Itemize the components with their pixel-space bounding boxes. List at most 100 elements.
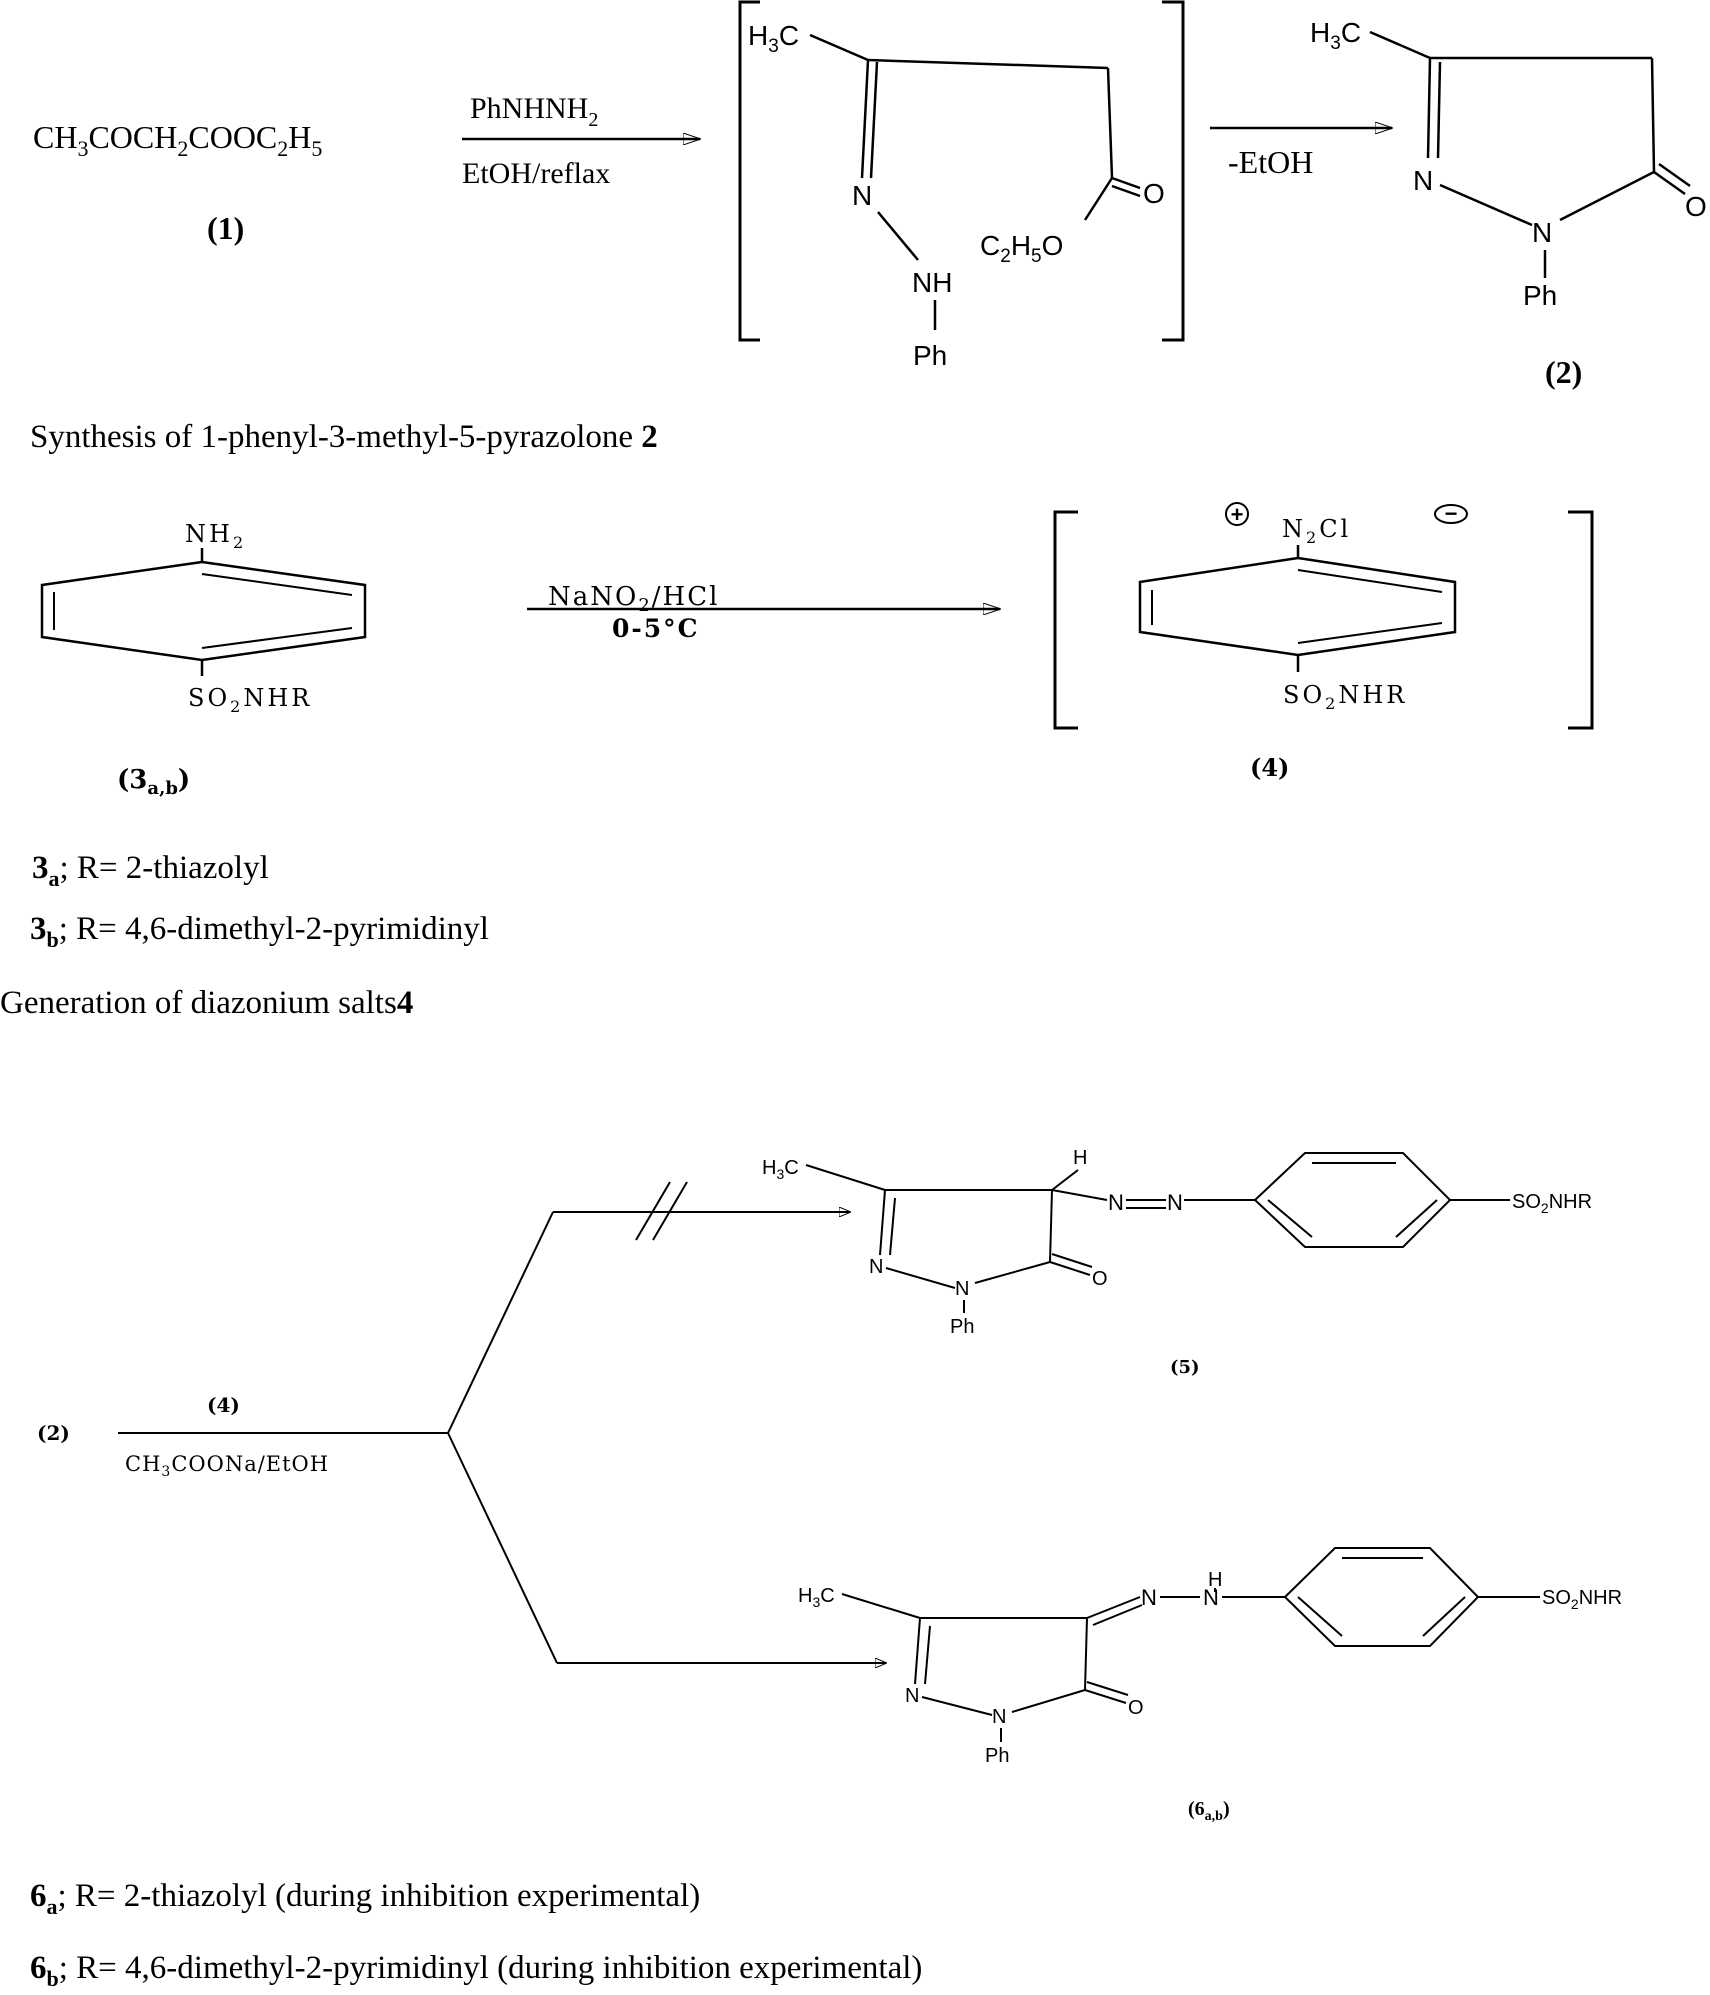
- product5-o: O: [1092, 1268, 1108, 1290]
- bond: [974, 1261, 1051, 1284]
- bond: [924, 1625, 931, 1685]
- definition-3a: 3a; R= 2-thiazolyl: [32, 850, 269, 891]
- right-bracket: [1162, 0, 1185, 342]
- intermediate-nh: NH: [912, 267, 952, 298]
- reagent-diazonium: (4): [207, 1393, 240, 1417]
- product2-o: O: [1685, 191, 1707, 222]
- bond: [914, 1617, 921, 1685]
- blocked-mark-1: [635, 1181, 671, 1241]
- definition-6a: 6a; R= 2-thiazolyl (during inhibition ex…: [30, 1878, 700, 1919]
- bond: [1086, 1681, 1129, 1696]
- compound-1-label: (1): [207, 210, 244, 246]
- product6-nh: N: [1203, 1585, 1219, 1610]
- bond: [1049, 1189, 1053, 1263]
- diazonium-salt-4: + N2Cl − SO2NHR: [1053, 501, 1594, 730]
- reaction-1: CH3COCH2COOC2H5 (1) PhNHNH2 EtOH/reflax …: [30, 0, 1707, 455]
- benzene-ring-6: [1283, 1547, 1480, 1647]
- product5-azo-n2: N: [1167, 1190, 1183, 1215]
- bond: [867, 58, 1109, 70]
- bond: [921, 1696, 993, 1716]
- intermediate-ph: Ph: [913, 340, 947, 371]
- blocked-mark-2: [652, 1181, 688, 1241]
- bond: [809, 33, 869, 62]
- intermediate-hydrazone: H3C O C2H5O N NH Ph: [738, 0, 1185, 371]
- azo-product-5: H3C H N N SO2NHR N N O: [762, 1147, 1592, 1338]
- bond: [1658, 162, 1691, 188]
- bond: [1106, 67, 1114, 179]
- caption-synthesis-num: 2: [641, 419, 658, 455]
- benzene-ring-5: [1253, 1152, 1452, 1248]
- bond: [1083, 177, 1114, 221]
- bond: [1051, 1189, 1108, 1201]
- reagent-acetate: CH3COONa/EtOH: [125, 1452, 329, 1480]
- bond: [1650, 57, 1656, 173]
- bond: [805, 1164, 886, 1191]
- definition-6b-text: ; R= 4,6-dimethyl-2-pyrimidinyl (during …: [59, 1950, 923, 1986]
- bond: [1653, 170, 1686, 196]
- bond: [889, 1197, 896, 1256]
- product2-methyl: H3C: [1310, 17, 1361, 54]
- reaction-3: (2) (4) CH3COONa/EtOH H3C H N N: [30, 1147, 1622, 1991]
- reagent-nitrite: NaNO2/HCl: [548, 582, 719, 616]
- caption-diazonium-text: Generation of diazonium salts: [0, 985, 397, 1021]
- product2-n1: N: [1532, 217, 1552, 248]
- product6-n1: N: [992, 1706, 1006, 1728]
- bond: [1439, 183, 1533, 227]
- bond: [1051, 1169, 1079, 1191]
- bond: [1426, 57, 1432, 159]
- product5-ph: Ph: [950, 1316, 974, 1338]
- bond: [1084, 1617, 1088, 1691]
- bond: [1267, 1199, 1313, 1238]
- bond: [1395, 1199, 1438, 1238]
- definition-6b-sub: b: [47, 1966, 59, 1991]
- product5-azo-n1: N: [1108, 1190, 1124, 1215]
- caption-synthesis: Synthesis of 1-phenyl-3-methyl-5-pyrazol…: [30, 419, 658, 455]
- bond: [885, 1267, 956, 1289]
- bond: [201, 573, 353, 596]
- product5-n1: N: [955, 1278, 969, 1300]
- pyrazolone-product-2: H3C N N O Ph: [1310, 17, 1707, 311]
- definition-3a-num: 3: [32, 850, 49, 886]
- reactant3-sulfonamide: SO2NHR: [188, 684, 312, 716]
- compound-4-label: (4): [1250, 753, 1289, 782]
- definition-3b-num: 3: [30, 911, 47, 947]
- negative-charge-sign: −: [1445, 501, 1458, 526]
- negative-charge-icon: [1434, 504, 1468, 524]
- bond: [1369, 30, 1431, 60]
- hydrazone-product-6: H3C N H N SO2NHR N N O: [798, 1547, 1622, 1767]
- compound-5-label: (5): [1170, 1357, 1200, 1378]
- caption-diazonium: Generation of diazonium salts4: [0, 985, 413, 1021]
- caption-diazonium-num: 4: [397, 985, 414, 1021]
- product6-sulfonamide: SO2NHR: [1542, 1587, 1622, 1612]
- product6-n2: N: [905, 1685, 919, 1707]
- caption-synthesis-text: Synthesis of 1-phenyl-3-methyl-5-pyrazol…: [30, 419, 633, 455]
- bond: [841, 1593, 921, 1619]
- bond: [1011, 1689, 1086, 1713]
- bond: [1049, 1261, 1091, 1276]
- product2-ph: Ph: [1523, 280, 1557, 311]
- definition-3a-text: ; R= 2-thiazolyl: [60, 850, 269, 886]
- product5-n2: N: [869, 1256, 883, 1278]
- reactant3-amine: NH2: [185, 520, 246, 552]
- right-bracket: [1568, 510, 1594, 730]
- intermediate-methyl: H3C: [748, 20, 799, 57]
- diazonium-group: N2Cl: [1282, 515, 1351, 547]
- reagent-temperature: 0-5°C: [612, 614, 700, 643]
- product2-n2: N: [1413, 165, 1433, 196]
- product6-o: O: [1128, 1697, 1144, 1719]
- positive-charge-sign: +: [1231, 502, 1244, 527]
- compound-2-label: (2): [1545, 354, 1582, 390]
- definition-6a-sub: a: [47, 1894, 58, 1919]
- reaction-2: NH2 SO2NHR (3a,b) NaNO2/HCl 0-5°C + N2Cl…: [0, 501, 1594, 1021]
- bond: [1297, 1596, 1343, 1637]
- definition-3b: 3b; R= 4,6-dimethyl-2-pyrimidinyl: [30, 911, 489, 952]
- bond: [1111, 184, 1141, 198]
- product6-h: H: [1208, 1569, 1222, 1591]
- definition-6b-num: 6: [30, 1950, 47, 1986]
- intermediate-imine-n: N: [852, 180, 872, 211]
- compound-3-label: (3a,b): [117, 765, 190, 799]
- product5-h: H: [1073, 1147, 1087, 1169]
- bond: [1092, 1604, 1143, 1626]
- product5-sulfonamide: SO2NHR: [1512, 1191, 1592, 1216]
